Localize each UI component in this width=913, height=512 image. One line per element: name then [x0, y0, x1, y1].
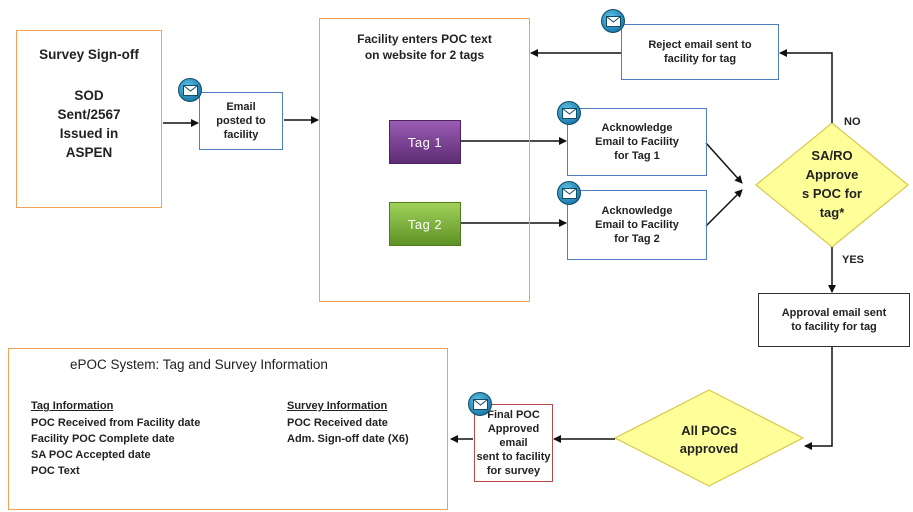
reject-line: Reject email sent to [648, 39, 752, 51]
signoff-line: Issued in [59, 126, 119, 141]
envelope-icon [601, 9, 625, 33]
arrow-approval-to-allpocs [804, 346, 833, 450]
tag-info-item: POC Text [31, 465, 80, 477]
decision-line: Approve [805, 167, 859, 182]
signoff-line: Sent/2567 [57, 107, 121, 122]
tag-2: Tag 2 [389, 202, 461, 246]
facility-line: on website for 2 tags [364, 48, 485, 62]
approval-line: to facility for tag [791, 321, 877, 333]
tag-info-item: POC Received from Facility date [31, 417, 201, 429]
email-posted-line: Email [226, 101, 256, 113]
ack1-line: for Tag 1 [614, 150, 660, 162]
approval-line: Approval email sent [781, 307, 887, 319]
arrow-ack1-to-decision [705, 142, 743, 184]
survey-info-item: POC Received date [287, 417, 388, 429]
decision-line: s POC for [802, 186, 862, 201]
survey-signoff-box: Survey Sign-off SOD Sent/2567 Issued in … [16, 30, 162, 208]
no-label: NO [844, 116, 861, 128]
final-poc-line: for survey [486, 465, 541, 477]
envelope-icon [178, 78, 202, 102]
ack-tag1-box: Acknowledge Email to Facility for Tag 1 [567, 108, 707, 176]
decision-line: SA/RO [811, 148, 853, 163]
envelope-icon [557, 181, 581, 205]
facility-box: Facility enters POC text on website for … [319, 18, 530, 302]
final-poc-line: Approved email [487, 423, 540, 449]
survey-info-list: POC Received date Adm. Sign-off date (X6… [287, 415, 409, 447]
all-pocs-line: All POCs [681, 423, 737, 438]
ack-tag2-box: Acknowledge Email to Facility for Tag 2 [567, 190, 707, 260]
all-pocs-text: All POCs approved [655, 422, 763, 458]
final-poc-box: Final POC Approved email sent to facilit… [474, 404, 553, 482]
epoc-title: ePOC System: Tag and Survey Information [70, 357, 328, 372]
email-posted-line: facility [223, 129, 259, 141]
survey-info-item: Adm. Sign-off date (X6) [287, 433, 409, 445]
tag-info-item: SA POC Accepted date [31, 449, 151, 461]
envelope-icon [557, 101, 581, 125]
facility-line: Facility enters POC text [357, 32, 492, 46]
epoc-system-box [8, 348, 448, 510]
ack2-line: for Tag 2 [614, 233, 660, 245]
arrow-decision-no [779, 49, 833, 123]
approval-email-box: Approval email sent to facility for tag [758, 293, 910, 347]
arrow-ack2-to-decision [705, 189, 743, 227]
ack1-line: Acknowledge [601, 122, 673, 134]
decision-line: tag* [819, 205, 845, 220]
reject-email-box: Reject email sent to facility for tag [621, 24, 779, 80]
yes-label: YES [842, 254, 865, 266]
tag-info-header: Tag Information [31, 400, 114, 412]
email-posted-box: Email posted to facility [199, 92, 283, 150]
final-poc-line: Final POC [487, 409, 540, 421]
email-posted-line: posted to [216, 115, 266, 127]
envelope-icon [468, 392, 492, 416]
all-pocs-diamond [613, 389, 805, 487]
tag-info-list: POC Received from Facility date Facility… [31, 415, 200, 479]
reject-line: facility for tag [663, 53, 737, 65]
survey-signoff-title: Survey Sign-off [39, 47, 139, 62]
ack2-line: Email to Facility [595, 219, 679, 231]
tag-1: Tag 1 [389, 120, 461, 164]
survey-info-header: Survey Information [287, 400, 388, 412]
ack2-line: Acknowledge [601, 205, 673, 217]
signoff-line: ASPEN [65, 145, 113, 160]
final-poc-line: sent to facility [476, 451, 551, 463]
signoff-line: SOD [74, 88, 104, 103]
ack1-line: Email to Facility [595, 136, 679, 148]
tag-info-item: Facility POC Complete date [31, 433, 175, 445]
decision-text: SA/RO Approve s POC for tag* [780, 146, 884, 222]
all-pocs-line: approved [679, 441, 739, 456]
